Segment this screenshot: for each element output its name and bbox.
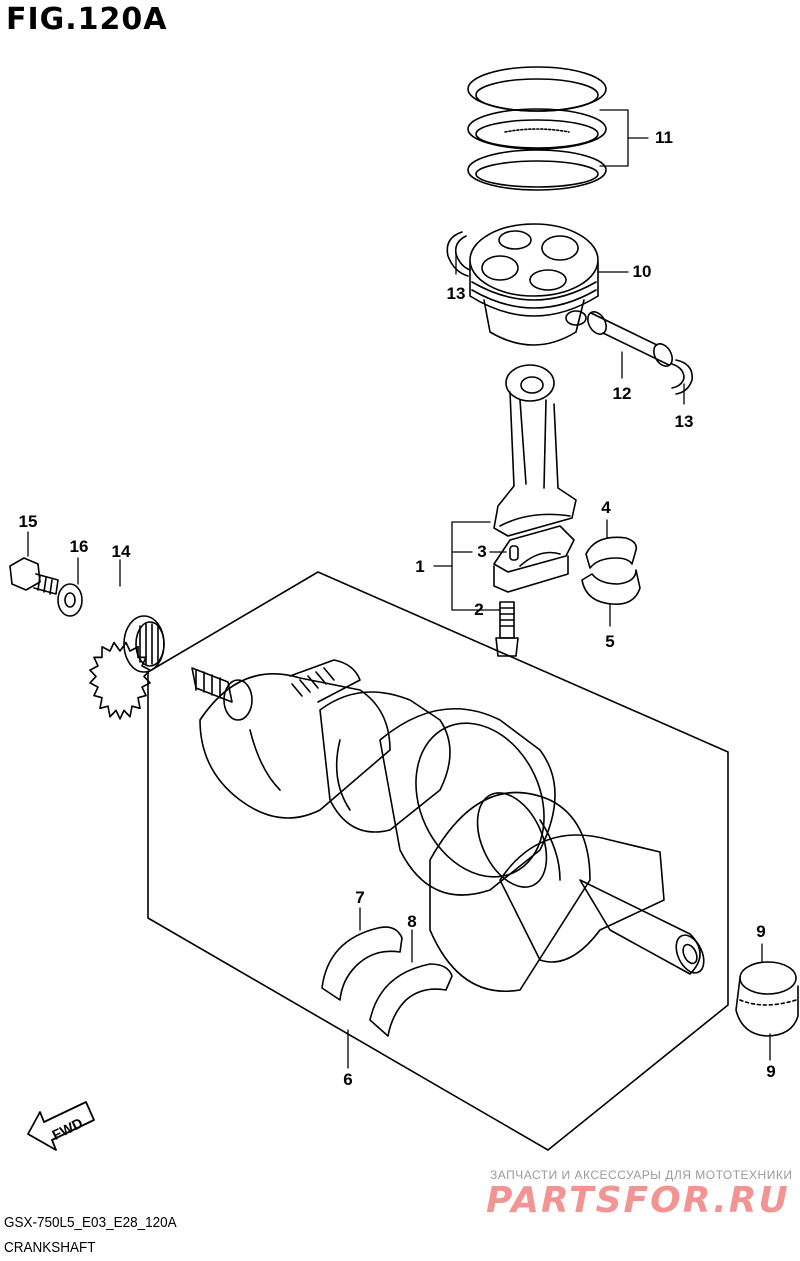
piston-rings-part — [467, 66, 607, 191]
watermark-tagline: ЗАПЧАСТИ И АКСЕССУАРЫ ДЛЯ МОТОТЕХНИКИ — [490, 1168, 793, 1182]
washer-part — [57, 583, 83, 617]
callout-3: 3 — [477, 542, 487, 561]
timing-sprocket-part — [89, 615, 165, 720]
conrod-bolt-part — [495, 601, 519, 657]
callout-16: 16 — [69, 537, 89, 556]
callout-10: 10 — [632, 262, 652, 281]
figure-name: CRANKSHAFT — [4, 1239, 96, 1256]
callout-15: 15 — [18, 512, 38, 531]
callout-5: 5 — [605, 632, 615, 651]
figure-code: GSX-750L5_E03_E28_120A — [4, 1214, 177, 1231]
connecting-rod-part — [493, 364, 577, 593]
crankshaft-part — [191, 659, 705, 992]
main-bearing-part — [735, 961, 799, 1037]
callout-9-bottom: 9 — [766, 1062, 776, 1081]
callout-2: 2 — [474, 600, 484, 619]
circlip-right-part — [671, 359, 693, 395]
callout-13-right: 13 — [674, 412, 694, 431]
fwd-label: FWD — [49, 1115, 85, 1143]
watermark-logo: PARTSFOR.RU — [486, 1180, 790, 1221]
piston-pin-part — [587, 311, 673, 367]
callout-9-top: 9 — [756, 922, 766, 941]
conrod-bearing-part — [581, 536, 641, 605]
callout-8: 8 — [407, 912, 417, 931]
thrust-washer-7-part — [321, 926, 403, 1001]
callout-14: 14 — [111, 542, 131, 561]
crankshaft-group-frame — [147, 571, 729, 1151]
fwd-arrow-icon: FWD — [27, 1101, 95, 1151]
callout-12: 12 — [612, 384, 632, 403]
figure-title: FIG.120A — [6, 2, 168, 37]
sprocket-bolt-part — [9, 557, 59, 595]
leader-line-1-3-2 — [433, 521, 507, 611]
callout-11: 11 — [655, 128, 673, 147]
thrust-washer-8-part — [369, 963, 453, 1037]
callout-6: 6 — [343, 1070, 353, 1089]
piston-part — [469, 223, 599, 346]
callout-1: 1 — [415, 557, 425, 576]
circlip-left-part — [446, 231, 471, 277]
dowel-pin-part — [509, 545, 519, 561]
callout-13-left: 13 — [446, 284, 466, 303]
leader-line-11 — [599, 109, 649, 167]
callout-7: 7 — [355, 888, 365, 907]
callout-4: 4 — [601, 498, 611, 517]
